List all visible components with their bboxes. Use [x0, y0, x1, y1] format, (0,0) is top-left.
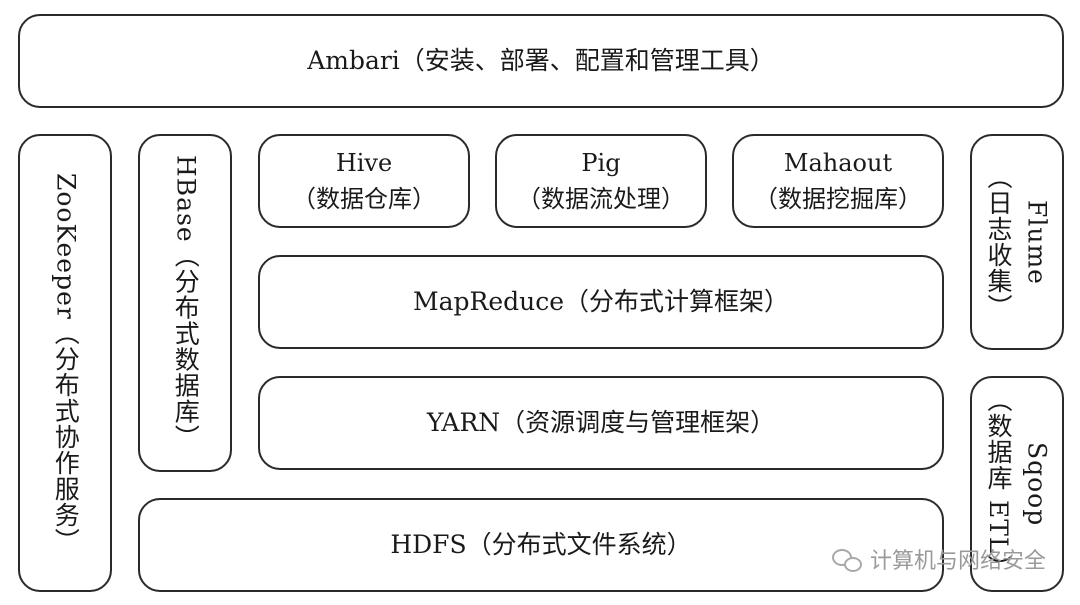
flume-box: Flume （日志收集）	[970, 134, 1064, 350]
zookeeper-box: ZooKeeper（分布式协作服务）	[18, 134, 112, 592]
hbase-label: HBase（分布式数据库）	[171, 155, 201, 451]
watermark-text: 计算机与网络安全	[869, 549, 1046, 574]
flume-label-group: Flume （日志收集）	[982, 164, 1053, 320]
ambari-box: Ambari（安装、部署、配置和管理工具）	[18, 14, 1064, 108]
mapreduce-label: MapReduce（分布式计算框架）	[412, 286, 790, 316]
pig-name: Pig	[581, 149, 621, 177]
hbase-box: HBase（分布式数据库）	[138, 134, 232, 472]
hive-box: Hive （数据仓库）	[258, 134, 470, 228]
yarn-label: YARN（资源调度与管理框架）	[426, 407, 776, 437]
flume-name: Flume	[1022, 199, 1052, 285]
sqoop-name: Sqoop	[1022, 441, 1052, 527]
hdfs-box: HDFS（分布式文件系统）	[138, 498, 944, 592]
hive-desc: （数据仓库）	[292, 185, 436, 213]
hdfs-label: HDFS（分布式文件系统）	[390, 529, 692, 559]
pig-desc: （数据流处理）	[517, 185, 685, 213]
pig-box: Pig （数据流处理）	[495, 134, 707, 228]
hive-name: Hive	[335, 149, 393, 177]
ambari-label: Ambari（安装、部署、配置和管理工具）	[307, 45, 775, 75]
mahaout-desc: （数据挖掘库）	[754, 185, 922, 213]
mapreduce-box: MapReduce（分布式计算框架）	[258, 255, 944, 349]
zookeeper-label: ZooKeeper（分布式协作服务）	[51, 172, 81, 554]
flume-desc: （日志收集）	[984, 164, 1013, 320]
mahaout-box: Mahaout （数据挖掘库）	[732, 134, 944, 228]
yarn-box: YARN（资源调度与管理框架）	[258, 376, 944, 470]
sqoop-label-group: Sqoop （数据库 ETL）	[982, 387, 1053, 580]
mahaout-name: Mahaout	[783, 149, 893, 177]
wechat-icon	[831, 547, 862, 572]
sqoop-desc: （数据库 ETL）	[984, 387, 1013, 581]
sqoop-box: Sqoop （数据库 ETL）	[970, 376, 1064, 592]
watermark: 计算机与网络安全	[831, 543, 1046, 575]
